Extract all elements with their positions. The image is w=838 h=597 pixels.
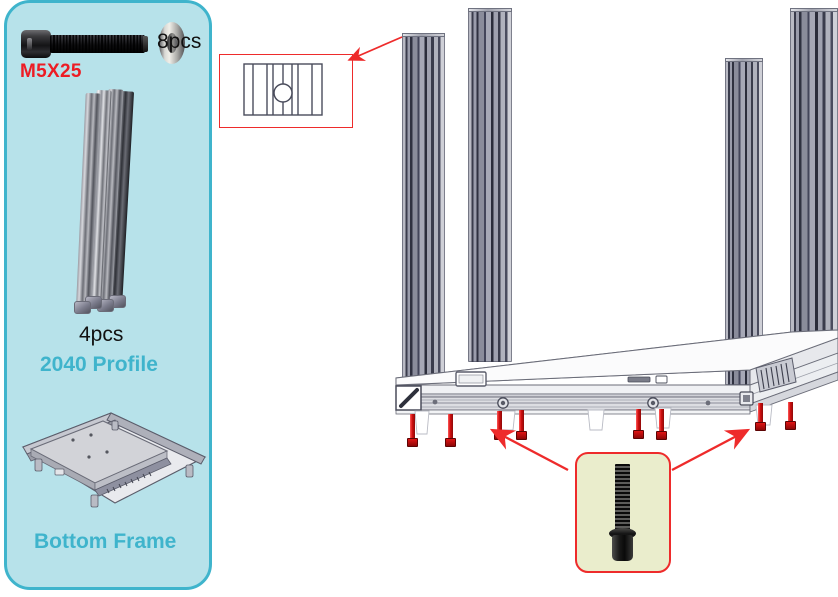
profile-top-cap xyxy=(468,8,512,12)
screw-quantity-label: 8pcs xyxy=(157,30,202,53)
main-assembly-view xyxy=(352,0,838,597)
parts-list-panel: 8pcs M5X25 4pcs 2040 Profile xyxy=(4,0,212,590)
washer-icon xyxy=(609,528,636,539)
profile-top-cap xyxy=(725,58,763,62)
screw-thread xyxy=(50,35,145,53)
foot-screw-6 xyxy=(656,409,667,440)
foot-screw-4 xyxy=(516,410,527,440)
vertical-profile-1 xyxy=(402,33,445,378)
vertical-profile-3 xyxy=(725,58,763,385)
aluminum-extrusion-bundle-icon xyxy=(65,88,185,319)
screw-thread xyxy=(615,464,630,530)
foot-screw-3 xyxy=(494,411,505,440)
screw-spec-label: M5X25 xyxy=(20,61,82,82)
screw-tip xyxy=(143,36,148,52)
foot-screw-8 xyxy=(785,402,796,430)
screw-head xyxy=(612,535,633,561)
socket-head-cap-screw-icon xyxy=(21,27,149,61)
washer-icon xyxy=(159,22,185,64)
foot-screw-detail xyxy=(575,452,671,573)
profile-top-cap xyxy=(402,33,445,37)
bottom-frame-isometric-icon xyxy=(15,407,211,525)
foot-screw-5 xyxy=(633,409,644,439)
screw-head xyxy=(21,30,51,58)
bottom-frame-assembly xyxy=(395,329,838,435)
profile-name-label: 2040 Profile xyxy=(40,353,158,376)
profile-quantity-label: 4pcs xyxy=(79,323,124,346)
vertical-profile-4 xyxy=(790,8,838,370)
bottom-frame-name-label: Bottom Frame xyxy=(34,530,177,553)
cap-screw-with-washer-icon xyxy=(608,464,637,562)
foot-screw-2 xyxy=(445,414,456,447)
vertical-profile-2 xyxy=(468,8,512,362)
foot-screw-7 xyxy=(755,403,766,431)
profile-cross-section-detail xyxy=(219,54,353,128)
foot-screw-1 xyxy=(407,414,418,447)
